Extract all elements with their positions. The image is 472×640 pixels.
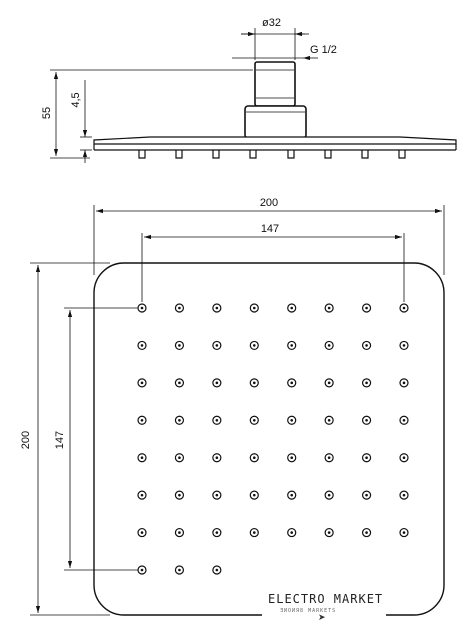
nozzle <box>212 340 222 351</box>
dim-plate-height <box>30 262 110 616</box>
label-nozzle-span-horizontal: 147 <box>261 223 279 235</box>
nozzle <box>324 303 334 313</box>
nozzle <box>287 340 297 351</box>
label-pipe-diameter: ø32 <box>262 17 281 29</box>
nozzle <box>212 378 222 388</box>
dim-plate-thickness <box>80 80 92 163</box>
dim-plate-width <box>93 205 445 275</box>
nozzle <box>287 453 297 463</box>
nozzle <box>361 453 372 463</box>
nozzle <box>399 340 409 351</box>
dim-nozzle-span-vertical <box>64 307 138 571</box>
label-nozzle-span-vertical: 147 <box>54 431 66 449</box>
watermark-subtitle: ƎИOИЯ8 MARKETS <box>280 608 337 614</box>
nozzle <box>137 453 147 463</box>
dim-nozzle-span-horizontal <box>141 233 405 302</box>
nozzle <box>287 303 297 313</box>
nozzle <box>174 415 185 425</box>
nozzle <box>324 378 334 388</box>
nozzle <box>174 378 185 388</box>
nozzle <box>399 378 409 388</box>
shower-plate-side <box>93 136 457 145</box>
side-view <box>50 28 457 163</box>
nozzle <box>174 340 185 351</box>
nozzle <box>212 527 222 538</box>
nozzle <box>324 453 334 463</box>
nozzle <box>361 490 372 500</box>
watermark-title: ELECTRO MARKET <box>268 592 384 606</box>
dim-pipe-diameter <box>241 28 309 60</box>
nozzle <box>137 527 147 538</box>
nozzle <box>399 453 409 463</box>
nozzle <box>361 340 372 351</box>
nozzle <box>137 303 147 313</box>
connector-nut <box>254 61 296 107</box>
dim-total-height <box>50 69 253 159</box>
nozzle <box>137 415 147 425</box>
nozzle-grid <box>137 303 409 575</box>
nozzle <box>249 303 259 313</box>
nozzle <box>399 303 409 313</box>
nozzle <box>361 527 372 538</box>
nozzle <box>249 340 259 351</box>
watermark: ELECTRO MARKET ƎИOИЯ8 MARKETS ➤ <box>262 586 386 626</box>
nozzle <box>361 378 372 388</box>
nozzle <box>249 415 259 425</box>
nozzle <box>137 490 147 500</box>
nozzle <box>174 565 185 575</box>
nozzle <box>287 527 297 538</box>
nozzle <box>249 527 259 538</box>
nozzle <box>212 490 222 500</box>
nozzle <box>287 490 297 500</box>
label-plate-width: 200 <box>260 197 278 209</box>
nozzle <box>399 415 409 425</box>
nozzle <box>399 490 409 500</box>
nozzle <box>324 340 334 351</box>
nozzle <box>361 415 372 425</box>
nozzle <box>212 453 222 463</box>
nozzle <box>174 527 185 538</box>
nozzle <box>137 565 147 575</box>
nozzle <box>249 490 259 500</box>
label-thread: G 1/2 <box>310 44 337 56</box>
label-plate-height: 200 <box>20 431 32 449</box>
label-total-height: 55 <box>41 107 53 119</box>
nozzle <box>137 378 147 388</box>
nozzle <box>324 527 334 538</box>
nozzle <box>174 490 185 500</box>
nozzle <box>361 303 372 313</box>
nozzle <box>399 527 409 538</box>
nozzle <box>324 490 334 500</box>
cursor-icon: ➤ <box>318 612 326 622</box>
shower-plate-top <box>93 262 445 616</box>
label-plate-thickness: 4,5 <box>70 92 82 107</box>
connector-collar <box>244 105 307 139</box>
nozzle <box>174 303 185 313</box>
nozzle <box>212 415 222 425</box>
nozzle <box>249 378 259 388</box>
nozzle <box>174 453 185 463</box>
nozzle <box>249 453 259 463</box>
side-nozzles <box>138 150 406 159</box>
nozzle <box>212 565 222 575</box>
nozzle <box>137 340 147 351</box>
nozzle <box>287 378 297 388</box>
nozzle <box>212 303 222 313</box>
nozzle <box>287 415 297 425</box>
nozzle <box>324 415 334 425</box>
top-view <box>30 205 445 616</box>
